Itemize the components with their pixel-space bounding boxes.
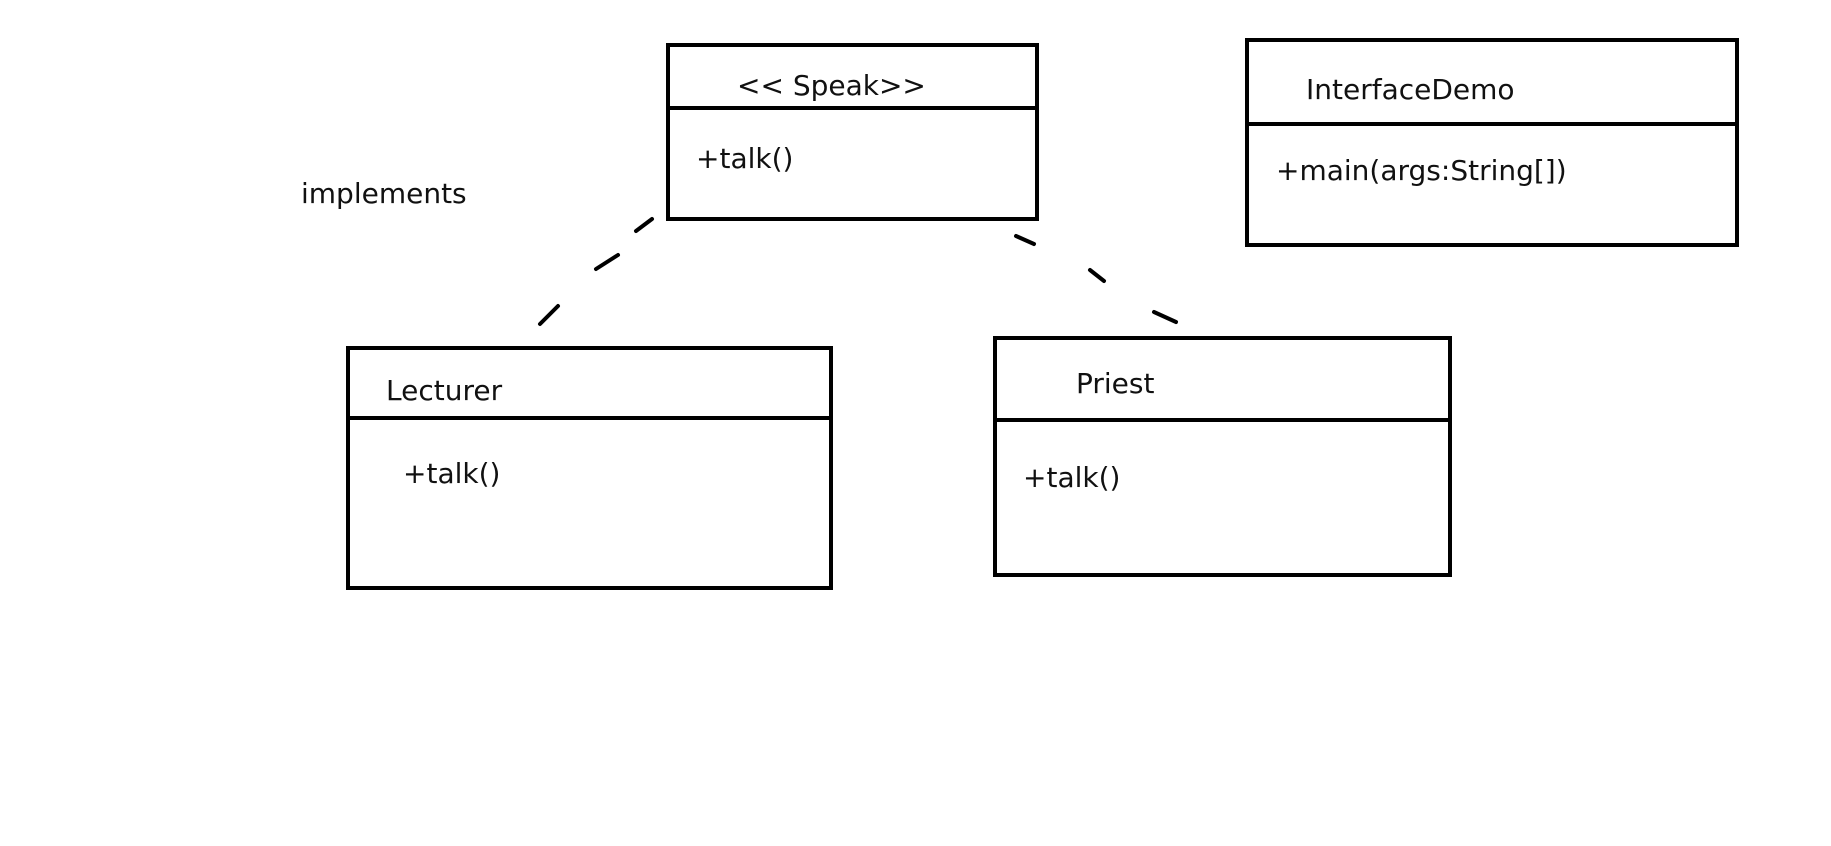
class-header-interface-demo: InterfaceDemo (1249, 42, 1735, 126)
class-header-lecturer: Lecturer (350, 350, 829, 420)
implements-connector-lecturer (538, 217, 654, 326)
class-title-speak: << Speak>> (737, 69, 926, 102)
implements-label: implements (301, 177, 467, 210)
method-interface-demo-main: +main(args:String[]) (1276, 154, 1567, 187)
method-lecturer-talk: +talk() (403, 457, 501, 490)
class-header-priest: Priest (997, 340, 1448, 422)
implements-connector-priest (1014, 234, 1178, 324)
method-speak-talk: +talk() (696, 142, 794, 175)
class-box-lecturer[interactable]: Lecturer +talk() (346, 346, 833, 590)
class-title-interface-demo: InterfaceDemo (1306, 73, 1515, 106)
method-priest-talk: +talk() (1023, 461, 1121, 494)
class-box-speak[interactable]: << Speak>> +talk() (666, 43, 1039, 221)
class-box-interface-demo[interactable]: InterfaceDemo +main(args:String[]) (1245, 38, 1739, 247)
class-title-lecturer: Lecturer (386, 374, 503, 407)
class-header-speak: << Speak>> (670, 47, 1035, 110)
class-box-priest[interactable]: Priest +talk() (993, 336, 1452, 577)
class-title-priest: Priest (1076, 367, 1155, 400)
